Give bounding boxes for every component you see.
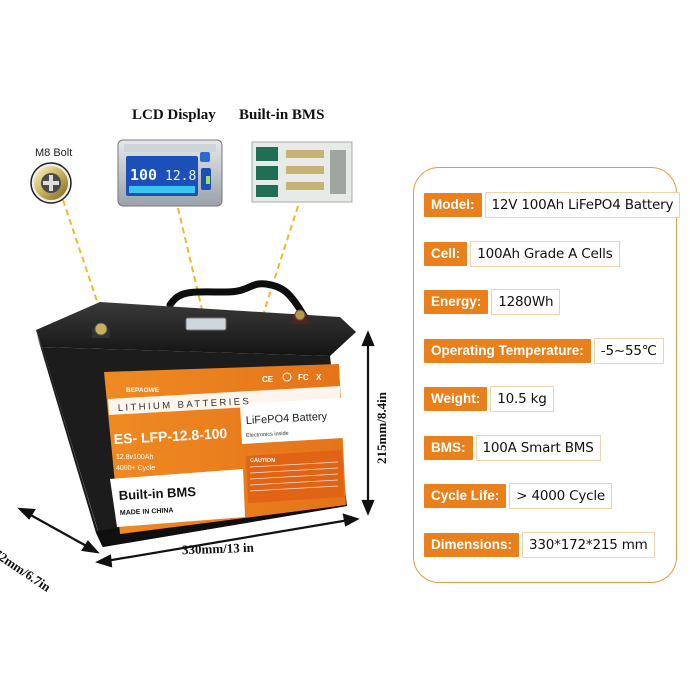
spec-row-weight: Weight: 10.5 kg [424,386,554,412]
chemistry-sub-text: Electronics inside [246,431,289,439]
spec-key: Cell: [424,242,468,266]
lcd-display-label: LCD Display [132,107,216,123]
height-dimension-label: 215mm/8.4in [374,392,389,464]
brand-logo-text: BEPAOWE [126,387,160,394]
bms-board-icon [251,141,353,203]
cert-mark-x: X [316,373,322,382]
lcd-reading: 100 [130,166,157,184]
spec-row-temperature: Operating Temperature: -5~55℃ [424,338,664,364]
spec-row-bms: BMS: 100A Smart BMS [424,435,601,461]
bms-label: Built-in BMS [239,107,325,123]
spec-value: > 4000 Cycle [509,483,613,509]
spec-panel [413,167,677,583]
spec-key: Weight: [424,387,488,411]
lcd-module-icon [117,139,223,207]
bms-badge-text: Built-in BMS [118,484,196,503]
lcd-small-value: 12.8 [165,169,196,184]
origin-text: MADE IN CHINA [120,507,174,517]
spec-row-model: Model: 12V 100Ah LiFePO4 Battery [424,192,681,218]
length-dimension-label: 330mm/13 in [181,539,255,558]
battery-illustration: 100 12.8 [17,139,375,568]
spec-key: Cycle Life: [424,484,507,508]
spec-line-2: 4000+ Cycle [116,465,155,472]
spec-row-dimensions: Dimensions: 330*172*215 mm [424,532,655,558]
spec-value: 12V 100Ah LiFePO4 Battery [484,192,681,218]
model-text: ES- LFP-12.8-100 [113,425,227,447]
callout-leaders [62,199,299,323]
spec-value: 330*172*215 mm [522,532,655,558]
battery-terminals [92,309,308,338]
spec-key: Energy: [424,290,489,314]
chemistry-text: LiFePO4 Battery [246,411,328,427]
spec-key: Operating Temperature: [424,339,591,363]
spec-key: BMS: [424,436,473,460]
cert-mark-fc: FC [298,373,309,382]
spec-row-cell: Cell: 100Ah Grade A Cells [424,241,620,267]
battery-handle [166,280,308,320]
caution-text: CAUTION [250,458,275,464]
spec-value: 1280Wh [491,289,561,315]
m8-bolt-icon [30,162,72,204]
spec-value: 10.5 kg [490,386,554,412]
spec-row-cycle-life: Cycle Life: > 4000 Cycle [424,483,613,509]
spec-value: 100Ah Grade A Cells [470,241,620,267]
spec-value: 100A Smart BMS [475,435,601,461]
dimension-arrows [17,330,375,568]
cert-mark-ce: CE [262,375,274,384]
spec-line-1: 12.8v100Ah [116,454,153,461]
spec-value: -5~55℃ [593,338,664,364]
bolt-label: M8 Bolt [35,147,73,159]
spec-row-energy: Energy: 1280Wh [424,289,561,315]
spec-key: Dimensions: [424,533,520,557]
recycle-icon [282,372,292,382]
spec-key: Model: [424,193,482,217]
